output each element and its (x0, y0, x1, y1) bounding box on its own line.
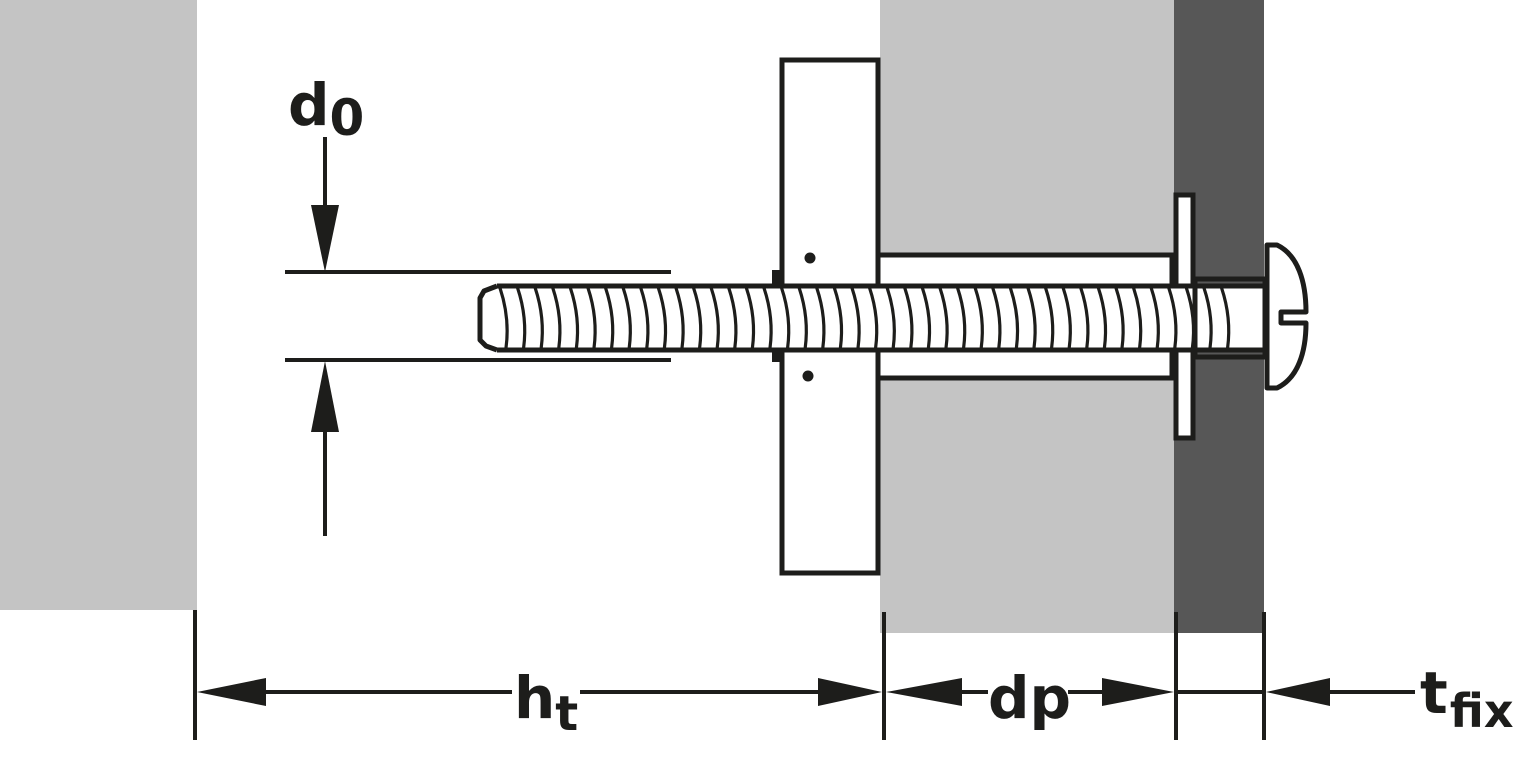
thread-turn (938, 287, 949, 349)
thread-turn (639, 287, 650, 349)
ht-arrow-right (818, 678, 882, 706)
thread-turn (903, 287, 914, 349)
thread-turn (621, 287, 632, 349)
dp-arrow-right (1102, 678, 1174, 706)
extension-lines (193, 610, 1266, 740)
screw-shank (477, 283, 1267, 353)
thread-turn (1026, 287, 1037, 349)
thread-turn (780, 287, 791, 349)
thread-turn (1220, 287, 1231, 349)
ht-dimension (197, 678, 882, 706)
back-wall (0, 0, 197, 610)
dp-arrow-left (886, 678, 962, 706)
label-tfix: tfix (1420, 659, 1514, 738)
ht-arrow-left (197, 678, 266, 706)
d0-arrow-up (311, 361, 339, 432)
thread-turn (604, 287, 615, 349)
thread-turn (973, 287, 984, 349)
wing-rivet-top (804, 252, 816, 264)
label-dp: dp (988, 664, 1071, 732)
thread-turn (533, 287, 544, 349)
thread-turn (850, 287, 861, 349)
thread-turn (868, 287, 879, 349)
screw-threads (498, 287, 1231, 349)
thread-turn (762, 287, 773, 349)
thread-turn (1096, 287, 1108, 349)
thread-turn (1008, 287, 1020, 349)
tfix-dimension (1176, 678, 1415, 706)
thread-turn (692, 287, 703, 349)
label-d0: d0 (288, 71, 364, 147)
thread-turn (586, 287, 597, 349)
thread-turn (832, 287, 844, 349)
thread-turn (568, 287, 580, 349)
thread-turn (797, 287, 808, 349)
thread-turn (1167, 287, 1178, 349)
dp-dimension (886, 678, 1174, 706)
thread-turn (656, 287, 668, 349)
thread-turn (516, 287, 527, 349)
thread-turn (1132, 287, 1143, 349)
thread-turn (956, 287, 967, 349)
thread-turn (744, 287, 756, 349)
screw-head (1264, 242, 1309, 391)
thread-turn (885, 287, 896, 349)
tfix-arrow-left (1266, 678, 1330, 706)
thread-turn (1044, 287, 1055, 349)
thread-turn (1114, 287, 1125, 349)
thread-turn (674, 287, 685, 349)
d0-arrow-down (311, 205, 339, 272)
label-ht: ht (514, 664, 578, 742)
thread-turn (1061, 287, 1072, 349)
thread-turn (920, 287, 932, 349)
thread-turn (991, 287, 1002, 349)
thread-turn (1149, 287, 1160, 349)
thread-turn (551, 287, 562, 349)
thread-turn (1079, 287, 1090, 349)
wing-rivet-bottom (802, 370, 814, 382)
thread-turn (498, 287, 509, 349)
thread-turn (815, 287, 826, 349)
thread-turn (727, 287, 738, 349)
thread-turn (709, 287, 720, 349)
thread-turn (1202, 287, 1213, 349)
d0-dimension (285, 137, 671, 536)
